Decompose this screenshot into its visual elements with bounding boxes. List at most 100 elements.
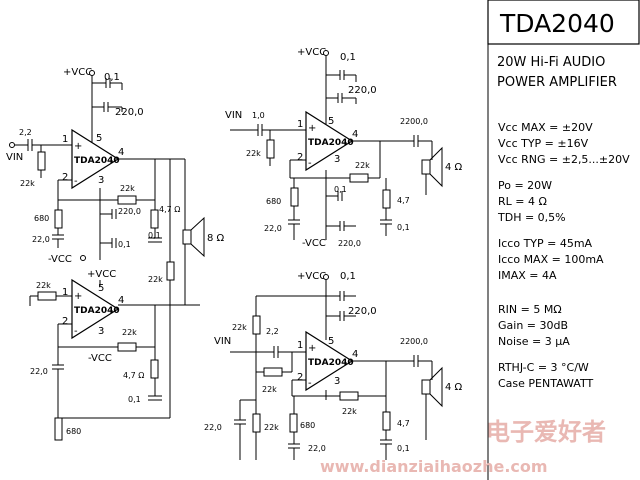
c2-c-220-top-label: 220,0 xyxy=(348,85,377,96)
bridge-amplifier-circuit: +VCC 0,1 220,0 2,2 VIN 22k TDA2040 + - 1… xyxy=(6,67,225,441)
c2-c-2200-label: 2200,0 xyxy=(400,117,428,126)
bridge-r-22k-in2-label: 22k xyxy=(36,281,51,290)
c2-ic-minus: - xyxy=(308,158,312,169)
single-supply-amplifier-circuit: +VCC 0,1 220,0 VIN 1,0 22k TDA2040 + - 1… xyxy=(225,47,463,249)
bridge-c-0-1-zobel-label: 0,1 xyxy=(148,231,161,240)
spec-vcc-rng: Vcc RNG = ±2,5...±20V xyxy=(498,153,630,166)
bridge-vcc-terminal xyxy=(89,70,95,76)
c3-ic-pin3: 3 xyxy=(334,376,340,387)
title-block: TDA2040 20W Hi-Fi AUDIO POWER AMPLIFIER … xyxy=(487,0,640,480)
spec-icco-typ: Icco TYP = 45mA xyxy=(498,237,593,250)
c2-vcc-neg-label: -VCC xyxy=(302,238,326,249)
bridge-ic-2-pin2: 2 xyxy=(62,316,68,327)
bridge-ic-1 xyxy=(71,128,120,190)
subtitle-line-1: 20W Hi-Fi AUDIO xyxy=(497,55,605,70)
bridge-speaker-icon xyxy=(190,216,205,258)
c2-ic-pin2: 2 xyxy=(297,152,303,163)
c2-ic-label: TDA2040 xyxy=(308,138,354,148)
c3-r-22k-mid-label: 22k xyxy=(262,385,277,394)
c2-c-0-1-top-label: 0,1 xyxy=(340,52,356,63)
c3-c-2-2-label: 2,2 xyxy=(266,327,279,336)
bridge-vcc-neg-label-2: -VCC xyxy=(88,353,112,364)
c3-vcc-pos-label: +VCC xyxy=(297,271,326,282)
bridge-ic-2-minus: - xyxy=(74,326,78,337)
c2-ic xyxy=(305,110,354,172)
c3-vin-label: VIN xyxy=(214,336,231,347)
c3-r-22k-top-label: 22k xyxy=(232,323,247,332)
c3-ic-minus: - xyxy=(308,378,312,389)
bridge-ic-2-pin1: 1 xyxy=(62,287,68,298)
bridge-ic-1-pin5: 5 xyxy=(96,133,102,144)
c2-r-680-label: 680 xyxy=(266,197,281,206)
c3-speaker-label: 4 Ω xyxy=(445,382,463,393)
bridge-c-0-1-mid-label: 0,1 xyxy=(118,240,131,249)
c2-ic-pin4: 4 xyxy=(352,129,358,140)
spec-icco-max: Icco MAX = 100mA xyxy=(498,253,604,266)
spec-imax: IMAX = 4A xyxy=(498,269,557,282)
c2-speaker-label: 4 Ω xyxy=(445,162,463,173)
c2-c-22-label: 22,0 xyxy=(264,224,282,233)
bridge-vin-terminal xyxy=(9,142,15,148)
bridge-ic-1-pin3: 3 xyxy=(98,175,104,186)
bridge-ic-2 xyxy=(71,278,120,340)
bridge-ic-2-pin4: 4 xyxy=(118,295,124,306)
spec-rthj: RTHJ-C = 3 °C/W xyxy=(498,361,589,374)
bridge-vcc-neg-terminal xyxy=(80,255,86,261)
c2-r-4-7-label: 4,7 xyxy=(397,196,410,205)
c2-ic-pin5: 5 xyxy=(328,116,334,127)
datasheet-title: TDA2040 xyxy=(499,9,615,38)
bridge-c-0-1-top-label: 0,1 xyxy=(104,72,120,83)
c2-c-1-0-label: 1,0 xyxy=(252,111,265,120)
bridge-vin-label: VIN xyxy=(6,152,23,163)
c3-ic-pin2: 2 xyxy=(297,372,303,383)
bridge-ic-2-label: TDA2040 xyxy=(74,306,120,316)
bridge-c-2-2-label: 2,2 xyxy=(19,128,32,137)
c3-c-0-1-zobel-label: 0,1 xyxy=(397,444,410,453)
c3-ic-pin5: 5 xyxy=(328,336,334,347)
c3-c-220-top-label: 220,0 xyxy=(348,306,377,317)
spec-case: Case PENTAWATT xyxy=(498,377,593,390)
c3-ic-label: TDA2040 xyxy=(308,358,354,368)
watermark-chinese: 电子爱好者 xyxy=(486,418,606,446)
c3-c-22-sup-label: 22,0 xyxy=(204,423,222,432)
bridge-ic-1-pin1: 1 xyxy=(62,134,68,145)
bridge-ic-1-pin2: 2 xyxy=(62,172,68,183)
bridge-ic-1-pin4: 4 xyxy=(118,147,124,158)
bridge-ic-2-pin3: 3 xyxy=(98,326,104,337)
bridge-c-220-top-label: 220,0 xyxy=(115,107,144,118)
spec-po: Po = 20W xyxy=(498,179,552,192)
non-inverting-amplifier-circuit: +VCC 0,1 220,0 22k VIN 2,2 22k TDA2040 +… xyxy=(204,271,463,460)
c3-ic-plus: + xyxy=(308,343,316,354)
spec-tdh: TDH = 0,5% xyxy=(497,211,566,224)
c3-r-22k-bot-label: 22k xyxy=(264,423,279,432)
bridge-r-4-7-b-label: 4,7 Ω xyxy=(123,371,144,380)
bridge-r-22k-cross-label: 22k xyxy=(148,275,163,284)
bridge-ic-1-minus: - xyxy=(74,176,78,187)
bridge-vcc-neg-label: -VCC xyxy=(48,254,72,265)
c3-c-0-1-top-label: 0,1 xyxy=(340,271,356,282)
bridge-vcc-pos-label: +VCC xyxy=(63,67,92,78)
c3-ic-pin1: 1 xyxy=(297,340,303,351)
bridge-ic-2-plus: + xyxy=(74,291,82,302)
c2-c-0-1-zobel-label: 0,1 xyxy=(397,223,410,232)
spec-vcc-typ: Vcc TYP = ±16V xyxy=(498,137,589,150)
c3-r-4-7-label: 4,7 xyxy=(397,419,410,428)
c3-ic xyxy=(305,330,354,392)
c3-r-22k-fb-label: 22k xyxy=(342,407,357,416)
c2-vin-label: VIN xyxy=(225,110,242,121)
c3-c-2200-label: 2200,0 xyxy=(400,337,428,346)
c3-r-680-label: 680 xyxy=(300,421,315,430)
c2-c-0-1-bot-label: 0,1 xyxy=(334,185,347,194)
c2-vcc-pos-label: +VCC xyxy=(297,47,326,58)
c2-ic-pin3: 3 xyxy=(334,154,340,165)
bridge-speaker-label: 8 Ω xyxy=(207,233,225,244)
spec-gain: Gain = 30dB xyxy=(498,319,568,332)
watermark-url: www.dianziaihaozhe.com xyxy=(320,457,548,476)
spec-vcc-max: Vcc MAX = ±20V xyxy=(498,121,593,134)
bridge-r-680-b-label: 680 xyxy=(66,427,81,436)
c3-c-22-label: 22,0 xyxy=(308,444,326,453)
bridge-ic-1-label: TDA2040 xyxy=(74,156,120,166)
bridge-r-22k-fb1-label: 22k xyxy=(120,184,135,193)
bridge-ic-1-plus: + xyxy=(74,141,82,152)
